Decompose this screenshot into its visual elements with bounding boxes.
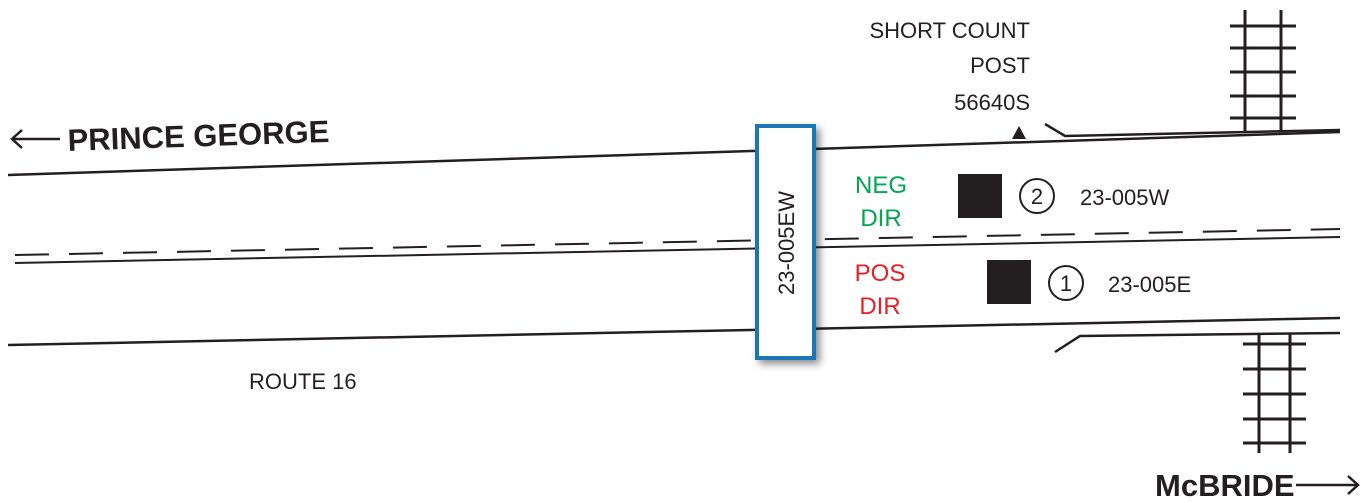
short-count-label-line3: 56640S [954, 90, 1030, 115]
road-south-edge [7, 316, 1341, 347]
pos-dir-line1: POS [855, 260, 906, 287]
sensor-pos-square-icon [987, 260, 1031, 304]
south-ramp [1054, 331, 1341, 354]
sensor-neg-number-circle [1019, 178, 1055, 214]
neg-dir-line1: NEG [855, 172, 907, 199]
sensor-pos-number-circle [1048, 265, 1084, 301]
arrow-right-icon [1296, 475, 1360, 495]
bridge-station-label: 23-005EW [774, 191, 799, 295]
neg-dir-line2: DIR [860, 205, 901, 232]
short-count-label-line1: SHORT COUNT [869, 18, 1030, 43]
road-centerline-solid [14, 236, 1341, 264]
route-label: ROUTE 16 [249, 369, 357, 394]
east-destination-label: McBRIDE [1155, 468, 1295, 503]
road-north-edge [7, 130, 1341, 177]
railway-south [1243, 333, 1306, 453]
railway-north [1230, 10, 1296, 132]
north-ramp [1044, 122, 1341, 138]
triangle-up-icon [1012, 126, 1026, 139]
sensor-neg-id: 23-005W [1080, 185, 1170, 210]
sensor-neg-square-icon [958, 174, 1002, 218]
pos-dir-line2: DIR [859, 293, 900, 320]
bridge-station-box [755, 124, 816, 360]
short-count-label-line2: POST [970, 53, 1030, 78]
sensor-pos-id: 23-005E [1108, 272, 1191, 297]
arrow-left-icon [10, 129, 60, 149]
road-centerline-dashed [14, 228, 1341, 256]
west-destination-label: PRINCE GEORGE [67, 114, 330, 158]
sensor-neg-number: 2 [1031, 184, 1043, 209]
sensor-pos-number: 1 [1060, 271, 1072, 296]
